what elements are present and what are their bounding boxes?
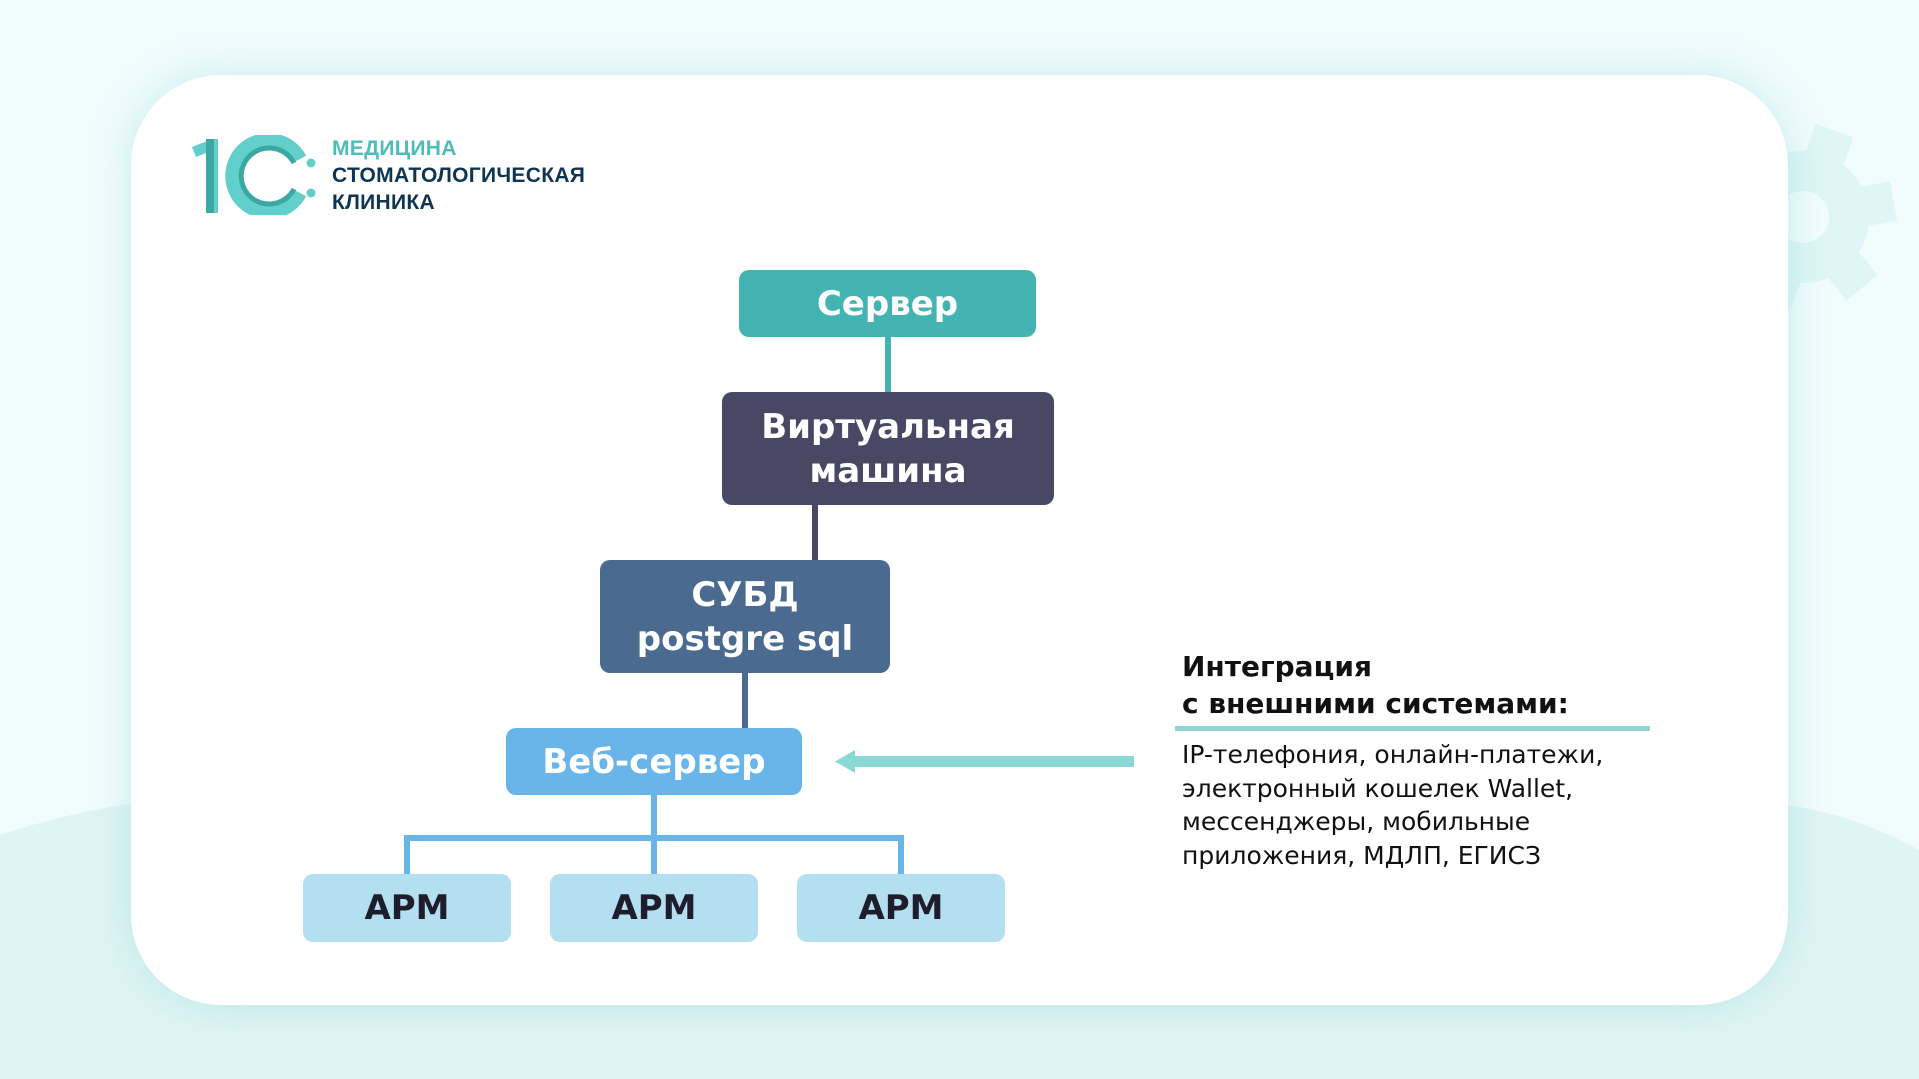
node-server: Сервер [739, 270, 1036, 337]
integration-line: IP-телефония, онлайн-платежи, [1182, 740, 1604, 769]
node-dbms-label-line2: postgre sql [636, 618, 854, 659]
node-server-label: Сервер [816, 283, 959, 324]
logo-line-medicine: МЕДИЦИНА [332, 137, 457, 160]
node-workstation-1: АРМ [303, 874, 511, 942]
arrow-left-icon [835, 750, 1134, 773]
node-workstation-3: АРМ [797, 874, 1005, 942]
integration-block: Интеграция с внешними системами: IP-теле… [1175, 648, 1702, 878]
integration-line: мессенджеры, мобильные [1182, 807, 1531, 836]
integration-line: приложения, МДЛП, ЕГИСЗ [1182, 840, 1541, 870]
node-vm-label-line1: Виртуальная [761, 406, 1015, 447]
integration-title-line2: с внешними системами: [1182, 687, 1569, 720]
logo-text: МЕДИЦИНА СТОМАТОЛОГИЧЕСКАЯ КЛИНИКА [332, 135, 585, 216]
company-logo: МЕДИЦИНА СТОМАТОЛОГИЧЕСКАЯ КЛИНИКА [188, 135, 628, 215]
logo-line-clinic: КЛИНИКА [332, 191, 435, 214]
node-vm-label-line2: машина [809, 450, 967, 491]
node-virtual-machine: Виртуальная машина [722, 392, 1054, 505]
logo-1c-mark [192, 135, 316, 215]
node-workstation-label: АРМ [858, 888, 944, 928]
integration-title-line1: Интеграция [1182, 650, 1372, 683]
node-web-server-label: Веб-сервер [542, 741, 766, 782]
node-workstation-label: АРМ [611, 888, 697, 928]
node-dbms: СУБД postgre sql [600, 560, 890, 673]
node-web-server: Веб-сервер [506, 728, 802, 795]
integration-list: IP-телефония, онлайн-платежи, электронны… [1182, 738, 1702, 872]
node-workstation-label: АРМ [364, 888, 450, 928]
integration-line: электронный кошелек Wallet, [1182, 773, 1574, 803]
connector-bus [404, 835, 904, 874]
node-dbms-label-line1: СУБД [691, 574, 799, 615]
logo-line-dental: СТОМАТОЛОГИЧЕСКАЯ [332, 164, 586, 187]
integration-title: Интеграция с внешними системами: [1182, 648, 1702, 722]
node-workstation-2: АРМ [550, 874, 758, 942]
integration-underline [1175, 726, 1650, 731]
